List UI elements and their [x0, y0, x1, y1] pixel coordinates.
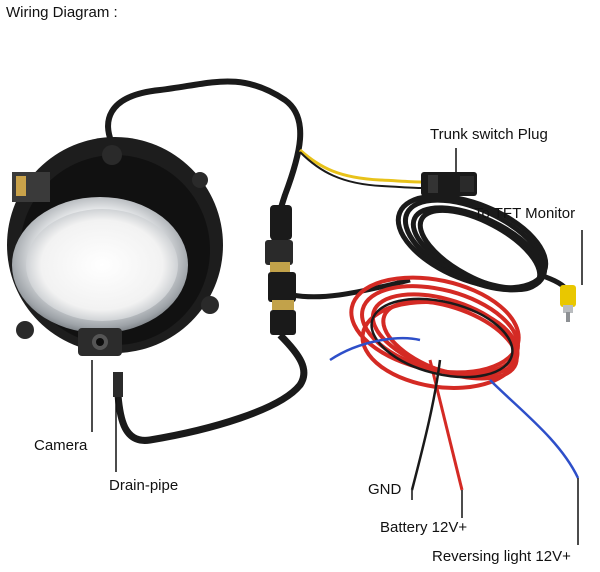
main-cable — [114, 332, 308, 444]
wire-yellow-trunk — [298, 148, 423, 189]
rca-connector — [560, 285, 576, 322]
leader-lines — [91, 148, 583, 545]
inline-connectors — [265, 205, 411, 335]
trunk-switch-plug — [421, 172, 477, 196]
label-gnd: GND — [368, 481, 402, 498]
black-wire-bundle — [370, 297, 514, 491]
red-wire-bundle — [349, 275, 521, 491]
drain-pipe — [113, 372, 123, 397]
tft-monitor-cable-coil — [395, 193, 571, 294]
label-camera: Camera — [34, 437, 88, 454]
label-battery: Battery 12V+ — [380, 519, 468, 536]
diagram-title: Wiring Diagram : — [6, 4, 118, 21]
label-drain-pipe: Drain-pipe — [109, 477, 179, 494]
blue-wire — [329, 336, 580, 479]
chrome-ring — [12, 197, 188, 333]
label-tft-monitor: To TFT Monitor — [474, 205, 576, 222]
label-trunk-switch-plug: Trunk switch Plug — [430, 126, 548, 143]
camera-lens-module — [78, 328, 122, 356]
label-reversing-light: Reversing light 12V+ — [432, 548, 571, 565]
